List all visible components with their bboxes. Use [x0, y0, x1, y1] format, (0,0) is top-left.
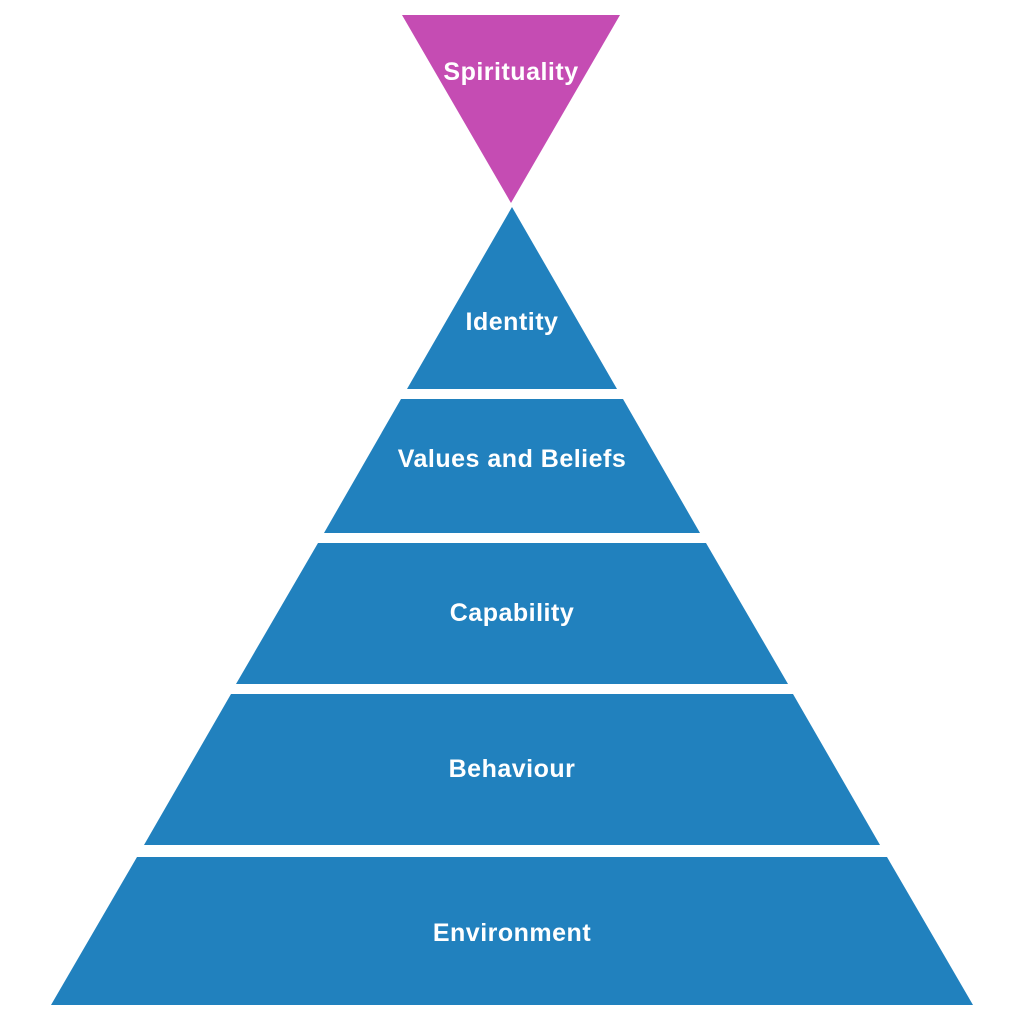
level-shape-environment: [51, 857, 973, 1005]
level-shape-values-and-beliefs: [324, 399, 700, 533]
level-label-spirituality: Spirituality: [443, 58, 578, 86]
level-shape-spirituality: [402, 15, 620, 203]
level-shape-capability: [236, 543, 788, 684]
level-label-values-and-beliefs: Values and Beliefs: [398, 445, 627, 473]
level-shape-identity: [407, 207, 617, 389]
level-label-environment: Environment: [433, 919, 591, 947]
level-shape-behaviour: [144, 694, 880, 845]
level-label-behaviour: Behaviour: [449, 755, 576, 783]
level-label-capability: Capability: [450, 599, 574, 627]
level-label-identity: Identity: [466, 308, 559, 336]
